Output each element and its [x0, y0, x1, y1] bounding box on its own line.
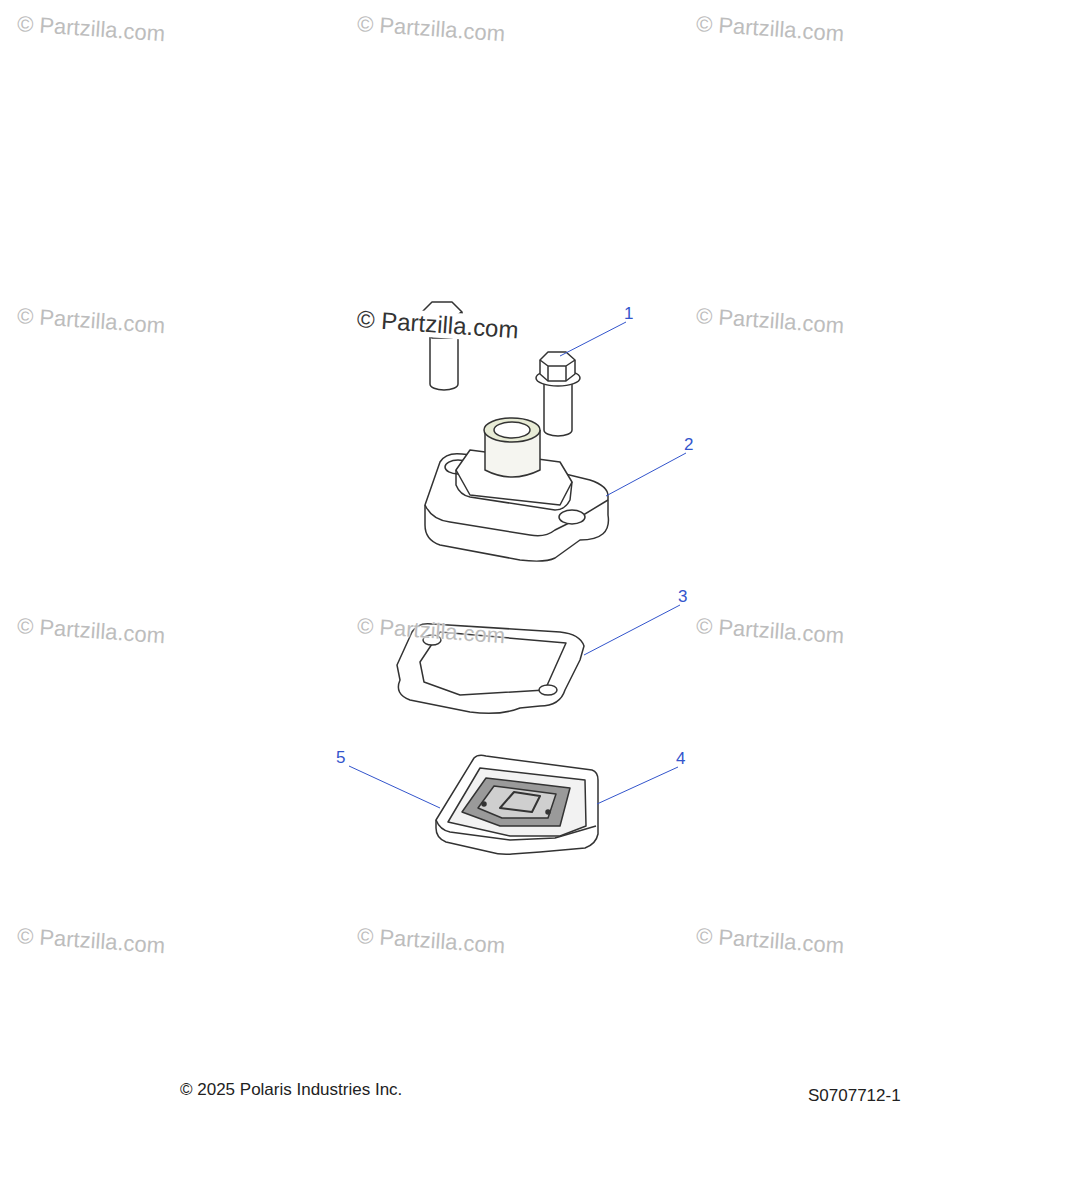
watermark: © Partzilla.com	[16, 924, 166, 958]
watermark: © Partzilla.com	[356, 924, 506, 958]
reed-cover	[425, 418, 608, 561]
watermark: © Partzilla.com	[16, 12, 166, 46]
leader-lines	[349, 322, 686, 808]
watermark: © Partzilla.com	[354, 306, 521, 344]
copyright-note: © 2025 Polaris Industries Inc.	[180, 1081, 402, 1100]
watermark: © Partzilla.com	[695, 12, 845, 46]
watermark: © Partzilla.com	[695, 304, 845, 338]
reed-block	[436, 755, 598, 854]
watermark: © Partzilla.com	[16, 304, 166, 338]
watermark: © Partzilla.com	[356, 614, 506, 648]
watermark: © Partzilla.com	[695, 924, 845, 958]
drawing-number: S0707712-1	[808, 1087, 901, 1106]
watermark: © Partzilla.com	[695, 614, 845, 648]
callout-number: 2	[684, 436, 693, 455]
callout-number: 4	[676, 750, 685, 769]
watermark: © Partzilla.com	[356, 12, 506, 46]
watermark: © Partzilla.com	[16, 614, 166, 648]
callout-number: 3	[678, 588, 687, 607]
bolt	[536, 352, 580, 436]
callout-number: 1	[624, 305, 633, 324]
callout-number: 5	[336, 749, 345, 768]
